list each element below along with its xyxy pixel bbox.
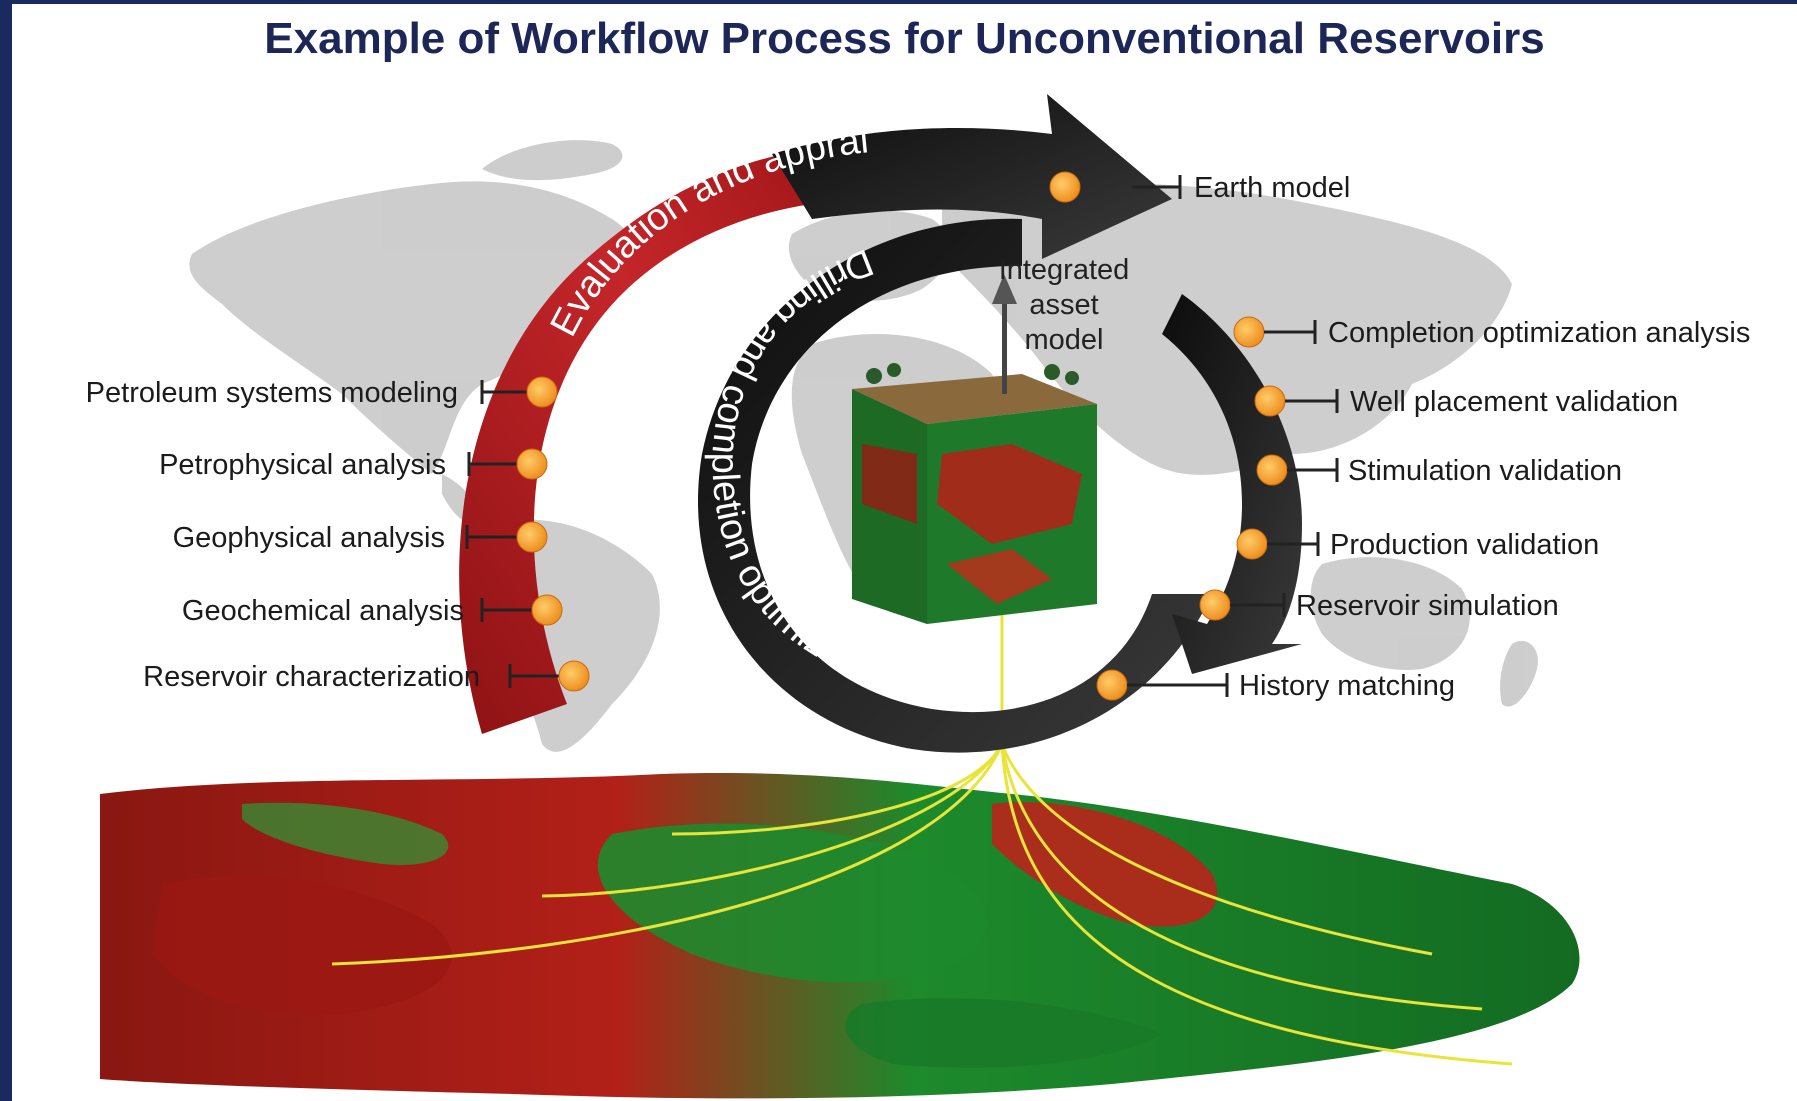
left-item: Petroleum systems modeling <box>86 376 558 409</box>
page-title: Example of Workflow Process for Unconven… <box>264 14 1545 63</box>
right-item-label: Reservoir simulation <box>1296 590 1559 622</box>
left-item-label: Petrophysical analysis <box>159 449 446 481</box>
earth-model-item: Earth model <box>1049 171 1350 204</box>
right-item: Well placement validation <box>1254 385 1678 418</box>
right-item: Stimulation validation <box>1256 454 1622 487</box>
right-item: Reservoir simulation <box>1199 589 1559 622</box>
center-label-2: asset <box>1029 289 1098 321</box>
right-item: History matching <box>1096 669 1455 702</box>
right-item-label: Production validation <box>1330 529 1599 561</box>
right-item: Completion optimization analysis <box>1233 316 1750 349</box>
right-item-label: Stimulation validation <box>1348 455 1622 487</box>
center-label-3: model <box>1025 324 1104 356</box>
evaluation-arc <box>459 144 842 734</box>
left-item: Geochemical analysis <box>182 594 563 627</box>
left-item: Petrophysical analysis <box>159 448 548 481</box>
workflow-diagram: Evaluation and appraisal Drilling and co… <box>12 4 1750 1099</box>
left-item-label: Reservoir characterization <box>143 661 480 693</box>
left-item-label: Geochemical analysis <box>182 595 464 627</box>
center-label-1: Integrated <box>999 254 1130 286</box>
right-items: Completion optimization analysis Well pl… <box>1096 316 1750 702</box>
drilling-ring-right <box>1162 294 1302 674</box>
slide: Example of Workflow Process for Unconven… <box>12 4 1797 1101</box>
right-item-label: Completion optimization analysis <box>1328 317 1750 349</box>
left-item-label: Petroleum systems modeling <box>86 377 458 409</box>
left-items: Petroleum systems modeling Petrophysical… <box>86 376 590 693</box>
left-item-label: Geophysical analysis <box>173 522 445 554</box>
asset-model-cube <box>852 274 1097 624</box>
right-item-label: Well placement validation <box>1350 386 1678 418</box>
left-item: Reservoir characterization <box>143 660 590 693</box>
right-item-label: History matching <box>1239 670 1455 702</box>
earth-model-label: Earth model <box>1194 172 1350 204</box>
reservoir-surface <box>100 773 1580 1099</box>
left-item: Geophysical analysis <box>173 521 548 554</box>
right-item: Production validation <box>1236 528 1599 561</box>
evaluation-arc-black <box>772 94 1172 259</box>
